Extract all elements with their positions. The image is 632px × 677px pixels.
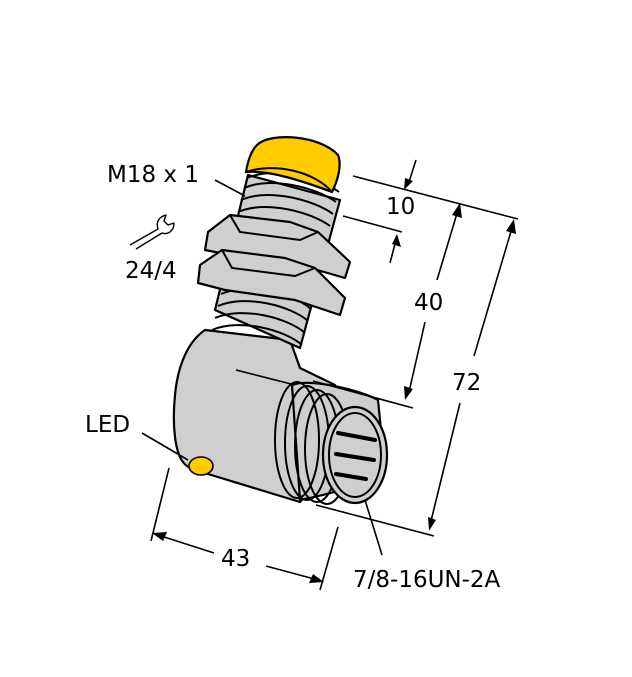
dimension-72	[315, 219, 516, 537]
led-indicator	[188, 456, 214, 476]
dimension-43-label: 43	[221, 546, 250, 572]
dimension-10-label: 10	[386, 194, 415, 220]
dimension-43	[150, 467, 339, 591]
dimension-40-label: 40	[414, 290, 443, 316]
connector-thread-label: 7/8-16UN-2A	[353, 567, 501, 593]
dimension-72-label: 72	[452, 370, 481, 396]
wrench-icon	[129, 214, 175, 250]
hex-nuts	[196, 213, 352, 317]
wrench-size-label: 24/4	[125, 258, 177, 284]
dimension-10	[342, 159, 519, 264]
dimension-40	[312, 203, 462, 409]
connector-head	[172, 328, 389, 505]
led-label: LED	[85, 412, 130, 438]
sensing-face	[244, 136, 341, 194]
thread-label: M18 x 1	[107, 162, 199, 188]
